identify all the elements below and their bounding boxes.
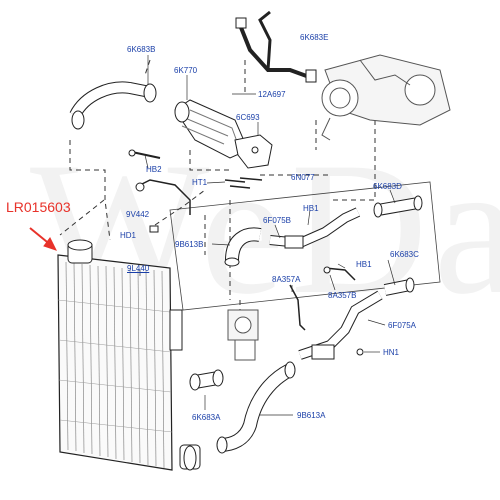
pipe-6f075b [269,207,361,249]
group-frame [169,181,441,311]
highlight-arrow [29,227,57,251]
hose-6k683c [383,277,415,296]
callout-leaders [139,55,396,416]
callout-6c693: 6C693 [236,113,260,122]
pipe-6k683e [235,10,317,83]
hose-9b613a [216,361,296,454]
intercooler-radiator [57,239,201,471]
bolt-hb2 [128,149,161,159]
callout-6k683c: 6K683C [390,250,419,259]
callout-6n077: 6N077 [291,173,315,182]
bracket-8a357a [289,284,306,331]
callout-8a357b: 8A357B [328,291,357,300]
callout-9b613a: 9B613A [297,411,326,420]
callout-9v442: 9V442 [126,210,150,219]
callout-6k683e: 6K683E [300,33,329,42]
air-duct-6k770 [174,99,249,159]
clip-hd1 [149,225,159,233]
callout-6k683a: 6K683A [192,413,221,422]
callout-9l440: 9L440 [127,264,150,273]
callout-6k770: 6K770 [174,66,198,75]
studs-ht1 [224,177,263,189]
callout-hn1: HN1 [383,348,400,357]
bracket-8a357b [323,266,356,281]
callout-6k683b: 6K683B [127,45,156,54]
callout-hb2: HB2 [146,165,162,174]
callout-ht1: HT1 [192,178,208,187]
hose-6k683a [189,369,224,391]
throttle-body [227,309,259,361]
nut-hn1 [356,348,364,356]
bracket-6c693 [234,134,273,169]
sensor-9v442 [135,179,191,215]
hose-6k683d [373,195,423,218]
callout-hb1-mid: HB1 [356,260,372,269]
pipe-6f075a [298,290,383,360]
callout-6f075b: 6F075B [263,216,292,225]
callout-9b613b: 9B613B [175,240,204,249]
callout-6f075a: 6F075A [388,321,417,330]
hose-9b613b [224,227,262,267]
callout-hb1-top: HB1 [303,204,319,213]
hose-6k683b [69,81,157,130]
callout-12a697: 12A697 [258,90,286,99]
highlighted-part-number: LR015603 [6,199,71,215]
turbocharger [321,54,451,141]
callout-6k683d: 6K683D [373,182,402,191]
callout-8a357a: 8A357A [272,275,301,284]
callout-hd1: HD1 [120,231,137,240]
